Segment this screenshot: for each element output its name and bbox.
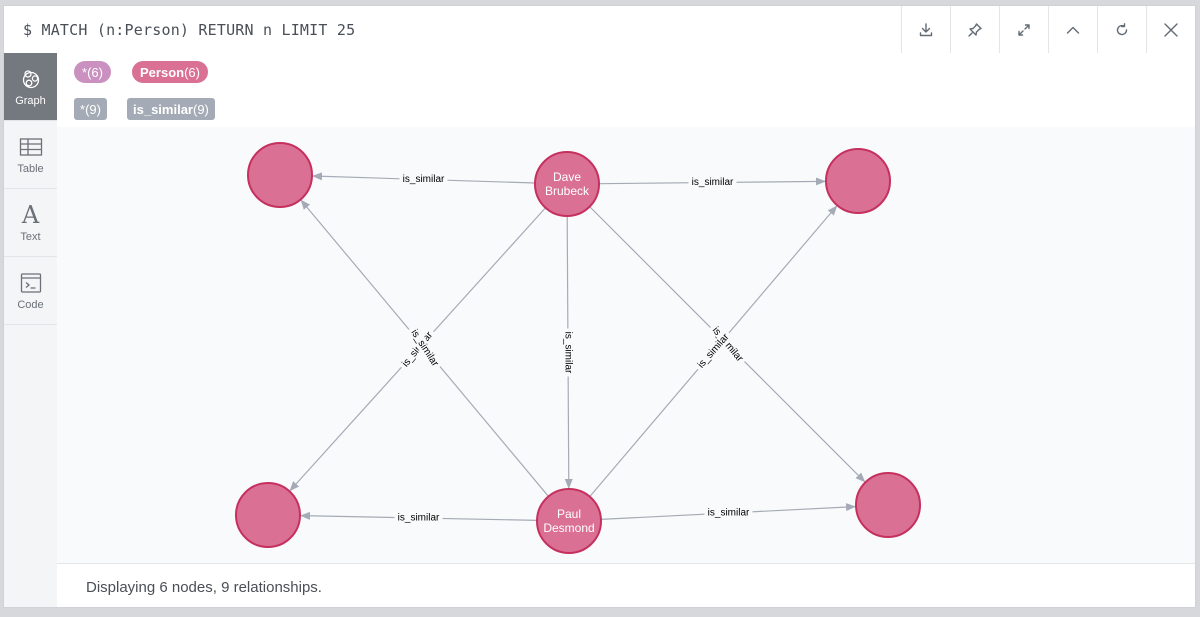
sidebar-item-table[interactable]: Table: [4, 121, 57, 189]
pin-icon: [968, 22, 982, 37]
relationship-type-legend: *(9) is_similar(9): [57, 90, 1195, 128]
graph-visualization: is_similar is_similar is_similar is_similar…: [235, 142, 921, 554]
table-icon: [19, 134, 43, 160]
node-circle[interactable]: [235, 482, 301, 548]
sidebar-item-label: Table: [17, 163, 44, 175]
node-circle[interactable]: [855, 472, 921, 538]
sidebar-item-label: Text: [20, 231, 41, 243]
node-caption: Paul: [557, 507, 581, 521]
node-circle[interactable]: [536, 488, 602, 554]
relationship-labels: is_similar is_similar is_similar is_similar…: [394, 173, 753, 524]
graph-icon: [20, 66, 42, 92]
graph-node[interactable]: [247, 142, 313, 208]
relationship-label-group: is_similar: [562, 328, 574, 377]
relationship-label: is_similar: [708, 508, 750, 519]
code-icon: [20, 270, 42, 296]
legend-count: (9): [85, 101, 101, 117]
relationship-label-group: is_similar: [688, 176, 737, 189]
close-button[interactable]: [1146, 6, 1195, 53]
download-icon: [919, 22, 933, 36]
rerun-button[interactable]: [1097, 6, 1146, 53]
legend-person[interactable]: Person(6): [132, 61, 208, 83]
sidebar-item-code[interactable]: Code: [4, 257, 57, 325]
relationship-label-group: is_similar: [394, 512, 443, 524]
node-circle[interactable]: [247, 142, 313, 208]
close-icon: [1164, 22, 1178, 37]
frame-toolbar: [901, 6, 1195, 53]
node-circle[interactable]: [534, 151, 600, 217]
legend-count: (6): [184, 64, 200, 80]
graph-node[interactable]: [855, 472, 921, 538]
legend-label: *: [82, 64, 88, 80]
legend-label: is_similar: [133, 101, 193, 117]
node-label-legend: *(6) Person(6): [57, 53, 1195, 91]
expand-icon: [1018, 23, 1030, 36]
legend-is-similar[interactable]: is_similar(9): [127, 98, 215, 120]
sidebar-item-graph[interactable]: Graph: [4, 53, 57, 121]
legend-all-relationships[interactable]: *(9): [74, 98, 107, 120]
sidebar-item-text[interactable]: A Text: [4, 189, 57, 257]
pin-button[interactable]: [950, 6, 999, 53]
sidebar-item-label: Code: [17, 299, 44, 311]
legend-label: *: [80, 101, 86, 117]
status-text: Displaying 6 nodes, 9 relationships.: [86, 579, 322, 596]
relationship-label: is_similar: [692, 177, 734, 188]
legend-count: (6): [87, 64, 103, 80]
result-content: *(6) Person(6) *(9) is_similar(9) is_sim…: [57, 53, 1195, 607]
sidebar-item-label: Graph: [15, 95, 46, 107]
node-caption: Desmond: [543, 521, 594, 535]
rerun-icon: [1116, 22, 1128, 35]
graph-canvas[interactable]: is_similar is_similar is_similar is_similar…: [57, 127, 1195, 563]
collapse-icon: [1066, 26, 1080, 34]
text-icon: A: [21, 201, 40, 229]
legend-label: Person: [140, 64, 185, 80]
download-button[interactable]: [901, 6, 950, 53]
relationship-label: is_similar: [398, 513, 440, 524]
graph-node[interactable]: [825, 148, 891, 214]
collapse-button[interactable]: [1048, 6, 1097, 53]
node-caption: Brubeck: [545, 184, 590, 198]
frame-header: $ MATCH (n:Person) RETURN n LIMIT 25: [4, 6, 1195, 54]
query-text[interactable]: $ MATCH (n:Person) RETURN n LIMIT 25: [23, 21, 356, 39]
node-caption: Dave: [553, 170, 581, 184]
relationship-label: is_similar: [562, 332, 573, 374]
legend-count: (9): [193, 101, 209, 117]
view-sidebar: Graph Table A Text Code: [4, 53, 58, 607]
relationships: [289, 172, 866, 521]
legend-all-nodes[interactable]: *(6): [74, 61, 111, 83]
relationship-label-group: is_similar: [399, 173, 448, 186]
result-frame: $ MATCH (n:Person) RETURN n LIMIT 25: [3, 5, 1196, 608]
node-circle[interactable]: [825, 148, 891, 214]
graph-node[interactable]: [235, 482, 301, 548]
fullscreen-button[interactable]: [999, 6, 1048, 53]
status-bar: Displaying 6 nodes, 9 relationships.: [57, 563, 1195, 607]
relationship-label: is_similar: [403, 174, 445, 185]
relationship-label-group: is_similar: [704, 507, 753, 519]
